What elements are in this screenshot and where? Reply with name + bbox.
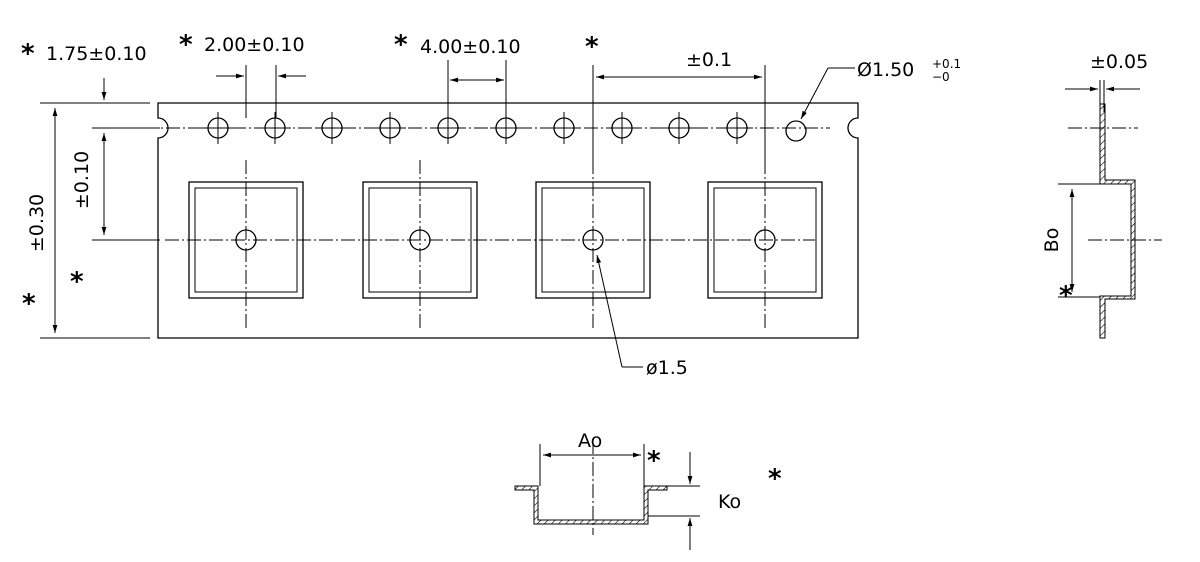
pocket-vertical-centerlines [245,160,766,330]
sprocket-hole [202,112,234,144]
sprocket-hole [663,112,695,144]
side-view: ±0.05 Bo * [1041,51,1162,339]
marker-2: * [179,30,193,60]
sprocket-hole [259,112,291,144]
ao-label: Ao [578,430,602,452]
hole-diameter-leader [800,67,855,120]
row-offset-label: ±0.10 [71,151,93,209]
marker-4: * [585,32,599,62]
hole-to-pocket-dimension [216,65,306,118]
marker-6: * [70,267,84,297]
sprocket-hole [374,112,406,144]
bo-label: Bo [1041,228,1063,253]
hole-diameter-tol-minus: −0 [932,70,950,84]
tape-outline [157,102,859,339]
tape-width-label: ±0.30 [26,194,48,252]
edge-to-hole-label: 1.75±0.10 [46,43,147,65]
marker-7: * [1059,281,1073,311]
sprocket-hole [316,112,348,144]
top-labels: * 1.75±0.10 * 2.00±0.10 * 4.00±0.10 * ±0… [21,30,961,84]
sprocket-hole [606,112,638,144]
hole-pitch-dimension [447,60,507,118]
pocket-pitch-label: ±0.1 [686,49,732,71]
sprocket-holes [202,112,807,144]
ko-label: Ko [718,491,741,513]
tape-thickness-label: ±0.05 [1090,51,1148,73]
sprocket-hole [721,112,753,144]
tape-width-dimension: ±0.30 [26,102,150,339]
cross-section: Ao * Ko * [514,430,782,550]
marker-3: * [394,30,408,60]
marker-8: * [647,446,661,476]
marker-1: * [21,39,35,69]
marker-9: * [768,464,782,494]
pocket-pitch-dimension [592,65,766,160]
pocket-hole-label: ø1.5 [646,357,688,379]
sprocket-hole [785,120,807,142]
row-offset-dimension: ±0.10 [71,127,160,241]
marker-5: * [22,289,36,319]
hole-to-pocket-label: 2.00±0.10 [204,34,305,56]
hole-diameter-tol-plus: +0.1 [932,57,961,71]
hole-pitch-label: 4.00±0.10 [420,36,521,58]
pocket-hole-leader: ø1.5 [596,254,688,379]
hole-diameter-base-label: Ø1.50 [857,59,914,81]
sprocket-hole [548,112,580,144]
